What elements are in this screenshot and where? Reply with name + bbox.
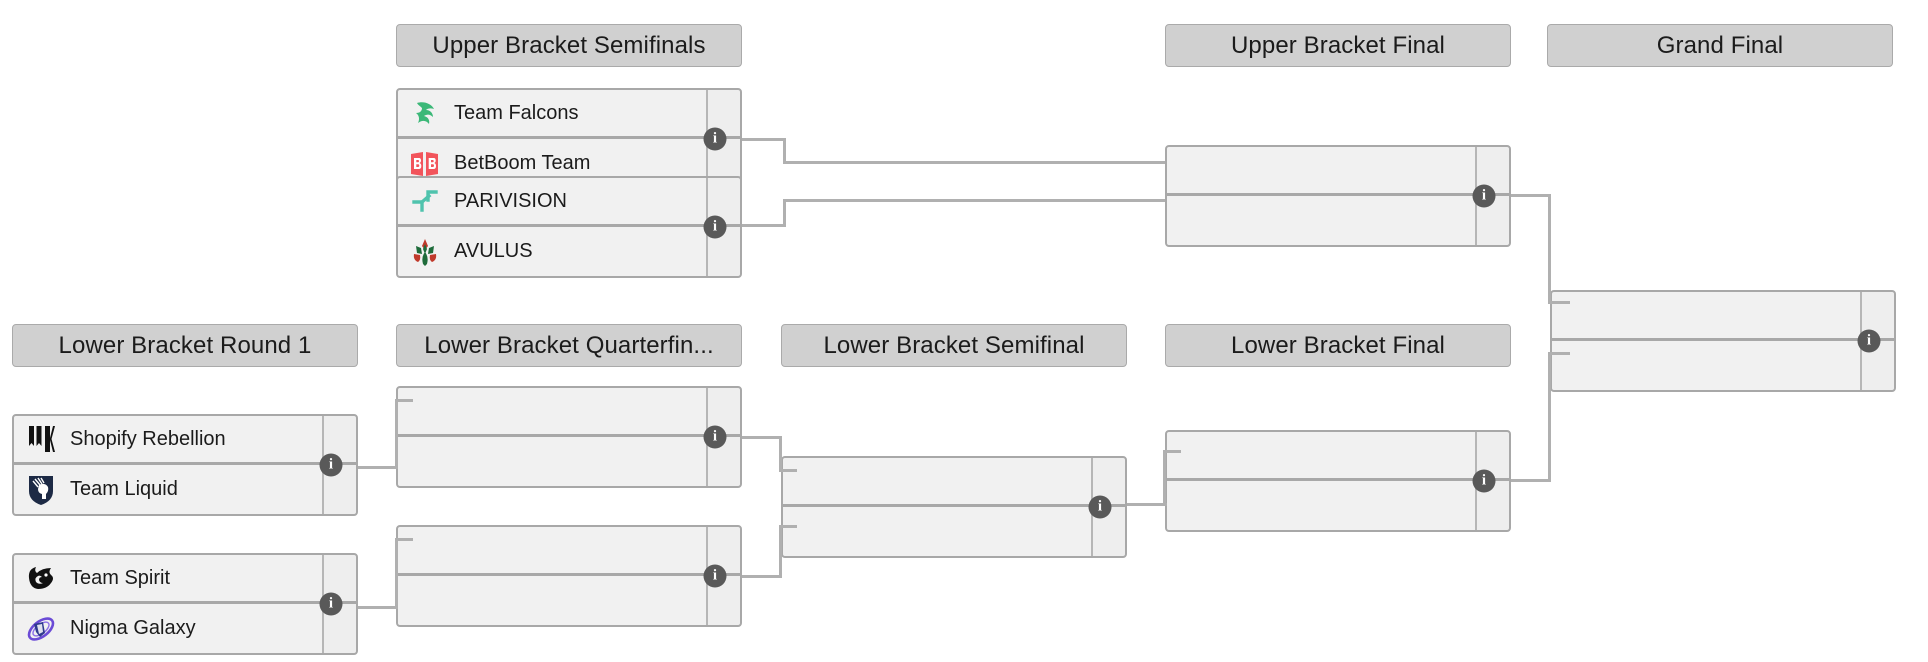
match-lower-bracket-round-1-match-1[interactable]: Shopify Rebellion Team Liquid i: [12, 414, 358, 516]
match-info-icon[interactable]: i: [1472, 184, 1496, 208]
round-header-label: Upper Bracket Final: [1231, 31, 1445, 59]
connector-lbr1m2-out: [358, 606, 398, 609]
match-lower-bracket-round-1-match-2[interactable]: Team Spirit Nigma Galaxy i: [12, 553, 358, 655]
team-spirit-logo: [24, 561, 58, 595]
round-header-label: Lower Bracket Semifinal: [823, 331, 1085, 359]
team-name: Team Falcons: [454, 101, 579, 124]
connector-ubf-out: [1511, 194, 1551, 197]
connector-lbqf2-to-lbsf: [779, 525, 797, 528]
team-row[interactable]: [1552, 341, 1894, 390]
connector-ubsf2-out: [742, 224, 786, 227]
match-upper-bracket-semifinal-1[interactable]: Team Falcons BetB: [396, 88, 742, 190]
parivision-logo: [408, 184, 442, 218]
team-row[interactable]: Team Falcons: [398, 90, 740, 139]
team-row[interactable]: Team Liquid: [14, 465, 356, 514]
team-row[interactable]: Nigma Galaxy: [14, 604, 356, 653]
round-header-grand-final[interactable]: Grand Final: [1547, 24, 1893, 67]
match-lower-bracket-quarterfinal-1[interactable]: i: [396, 386, 742, 488]
match-lower-bracket-final[interactable]: i: [1165, 430, 1511, 532]
team-row[interactable]: [1167, 432, 1509, 481]
team-row[interactable]: [783, 458, 1125, 507]
team-row[interactable]: [398, 437, 740, 486]
match-info-icon[interactable]: i: [319, 592, 343, 616]
connector-lbr1m2-to-lbqf2: [395, 538, 413, 541]
match-upper-bracket-final[interactable]: i: [1165, 145, 1511, 247]
connector-ubsf2-to-ubf: [783, 199, 1165, 202]
team-row[interactable]: [783, 507, 1125, 556]
team-name: Nigma Galaxy: [70, 617, 196, 639]
round-header-label: Grand Final: [1656, 31, 1784, 59]
round-header-lower-bracket-final[interactable]: Lower Bracket Final: [1165, 324, 1511, 367]
round-header-upper-bracket-final[interactable]: Upper Bracket Final: [1165, 24, 1511, 67]
connector-lbf-rise: [1548, 352, 1551, 482]
match-grand-final[interactable]: i: [1550, 290, 1896, 392]
connector-lbr1m2-rise: [395, 538, 398, 609]
match-lower-bracket-semifinal[interactable]: i: [781, 456, 1127, 558]
match-info-icon[interactable]: i: [703, 425, 727, 449]
team-name: BetBoom Team: [454, 152, 591, 174]
team-name: AVULUS: [454, 240, 533, 262]
round-header-upper-bracket-semifinals[interactable]: Upper Bracket Semifinals: [396, 24, 742, 67]
connector-lbr1m1-out: [358, 466, 398, 469]
connector-ubf-to-gf: [1548, 301, 1570, 304]
match-upper-bracket-semifinal-2[interactable]: PARIVISION AVULUS: [396, 176, 742, 278]
team-row[interactable]: [1167, 481, 1509, 530]
team-row[interactable]: [1167, 147, 1509, 196]
team-name: Shopify Rebellion: [70, 427, 226, 450]
round-header-label: Lower Bracket Final: [1231, 331, 1445, 359]
match-lower-bracket-quarterfinal-2[interactable]: i: [396, 525, 742, 627]
match-info-icon[interactable]: i: [1472, 469, 1496, 493]
team-name: Team Liquid: [70, 478, 178, 500]
team-name: PARIVISION: [454, 189, 567, 212]
connector-lbf-out: [1511, 479, 1551, 482]
round-header-label: Upper Bracket Semifinals: [432, 31, 706, 59]
team-liquid-logo: [24, 473, 58, 507]
connector-lbf-to-gf: [1548, 352, 1570, 355]
round-header-lower-bracket-round-1[interactable]: Lower Bracket Round 1: [12, 324, 358, 367]
connector-ubsf1-drop: [783, 138, 786, 163]
connector-ubsf2-rise: [783, 199, 786, 227]
team-row[interactable]: AVULUS: [398, 227, 740, 276]
team-row[interactable]: Team Spirit: [14, 555, 356, 604]
match-info-icon[interactable]: i: [703, 564, 727, 588]
team-row[interactable]: [1167, 196, 1509, 245]
connector-lbqf1-to-lbsf: [779, 469, 797, 472]
team-row[interactable]: PARIVISION: [398, 178, 740, 227]
connector-lbr1m1-to-lbqf1: [395, 399, 413, 402]
avulus-logo: [408, 235, 442, 269]
team-name: Team Spirit: [70, 566, 171, 589]
round-header-label: Lower Bracket Round 1: [58, 331, 312, 359]
shopify-rebellion-logo: [24, 422, 58, 456]
team-row[interactable]: BetBoom Team: [398, 139, 740, 188]
match-info-icon[interactable]: i: [703, 127, 727, 151]
team-falcons-logo: [408, 96, 442, 130]
round-header-lower-bracket-semifinal[interactable]: Lower Bracket Semifinal: [781, 324, 1127, 367]
nigma-galaxy-logo: [24, 612, 58, 646]
betboom-team-logo: [408, 147, 442, 181]
match-info-icon[interactable]: i: [703, 215, 727, 239]
connector-lbqf1-out: [742, 436, 782, 439]
round-header-label: Lower Bracket Quarterfin...: [424, 331, 714, 359]
team-row[interactable]: [398, 576, 740, 625]
team-row[interactable]: [1552, 292, 1894, 341]
team-row[interactable]: Shopify Rebellion: [14, 416, 356, 465]
match-info-icon[interactable]: i: [1857, 329, 1881, 353]
team-row[interactable]: [398, 388, 740, 437]
match-info-icon[interactable]: i: [1088, 495, 1112, 519]
connector-lbsf-to-lbf: [1163, 450, 1181, 453]
connector-lbsf-out: [1127, 503, 1167, 506]
round-header-lower-bracket-quarterfinals[interactable]: Lower Bracket Quarterfin...: [396, 324, 742, 367]
match-info-icon[interactable]: i: [319, 453, 343, 477]
connector-lbr1m1-rise: [395, 399, 398, 469]
connector-lbqf2-rise: [779, 525, 782, 578]
connector-ubsf1-out: [742, 138, 786, 141]
connector-lbqf1-drop: [779, 436, 782, 471]
connector-lbsf-rise: [1163, 450, 1166, 506]
connector-lbqf2-out: [742, 575, 782, 578]
connector-ubf-drop: [1548, 194, 1551, 303]
team-row[interactable]: [398, 527, 740, 576]
connector-ubsf1-to-ubf: [783, 161, 1165, 164]
